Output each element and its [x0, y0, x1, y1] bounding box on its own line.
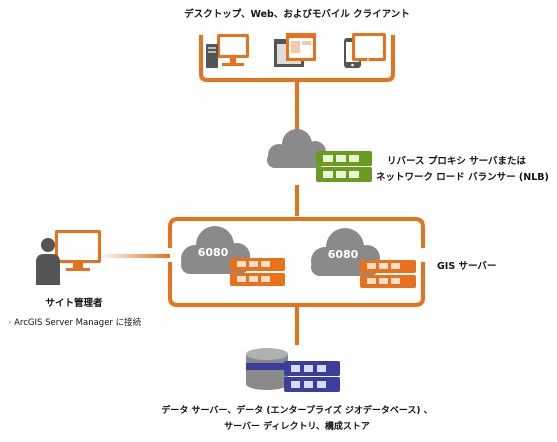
administrator-icon	[36, 230, 101, 285]
gis-server-bracket	[168, 217, 425, 248]
gis-cloud-2-port: 6080	[328, 248, 359, 261]
gis-server-1-icon	[230, 258, 285, 286]
clients-bracket	[199, 35, 395, 82]
database-icon	[246, 348, 288, 390]
data-label-line2: サーバー ディレクトリ、構成ストア	[224, 422, 370, 432]
web-browser-icon	[274, 33, 316, 67]
desktop-icon	[206, 34, 249, 68]
mobile-device-icon	[344, 33, 386, 68]
admin-label: サイト管理者	[45, 298, 103, 309]
proxy-label-line1: リバース プロキシ サーバまたは	[387, 156, 527, 167]
gis-server-label: GIS サーバー	[437, 261, 497, 272]
gis-cloud-1-port: 6080	[198, 246, 229, 259]
proxy-label-line2: ネットワーク ロード バランサー (NLB)	[376, 172, 549, 183]
clients-label: デスクトップ、Web、およびモバイル クライアント	[184, 9, 410, 20]
admin-sub-label: › ArcGIS Server Manager に接続	[8, 318, 142, 328]
data-server-icon	[284, 361, 340, 392]
data-label-line1: データ サーバー、データ (エンタープライズ ジオデータベース) 、	[161, 406, 433, 416]
proxy-cloud-icon	[267, 129, 326, 168]
proxy-server-icon	[316, 151, 372, 182]
gis-server-2-icon	[360, 260, 416, 288]
connector-admin-gis	[100, 254, 170, 258]
